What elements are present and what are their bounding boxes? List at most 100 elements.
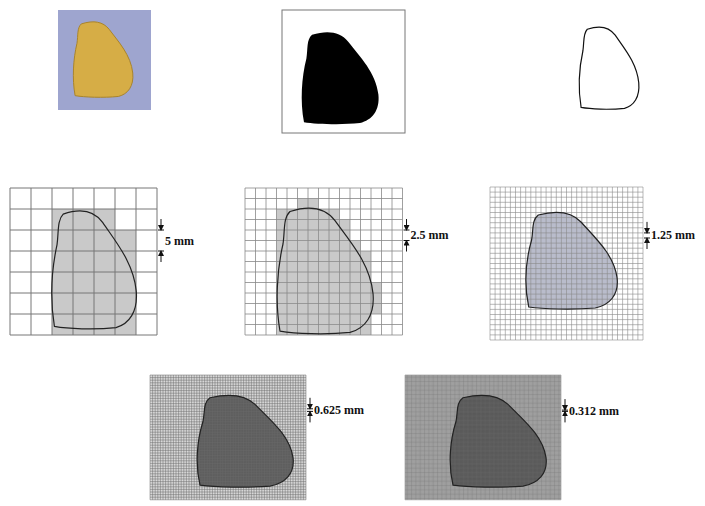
grid-background (245, 188, 403, 335)
covered-cell (340, 251, 351, 262)
particle-outline (579, 27, 639, 109)
covered-cell (287, 262, 298, 273)
particle-outline (526, 212, 617, 309)
grid-lines (245, 188, 403, 335)
covered-cell (308, 272, 319, 283)
covered-cell (277, 325, 288, 336)
covered-cell (287, 241, 298, 252)
covered-cell (298, 283, 309, 294)
covered-cell (350, 283, 361, 294)
covered-cell (298, 209, 309, 220)
dimension-tick (307, 411, 313, 412)
grid-overlay (245, 188, 403, 335)
covered-cell (308, 220, 319, 231)
covered-cell (298, 304, 309, 315)
grid-lines (490, 187, 643, 340)
covered-cell (52, 314, 73, 335)
covered-cell (115, 293, 136, 314)
outline-shape (579, 27, 639, 109)
dimension-arrow (310, 398, 311, 409)
covered-cell (287, 251, 298, 262)
dimension-tick (404, 240, 410, 241)
covered-cell (73, 314, 94, 335)
covered-cell (287, 220, 298, 231)
particle-silhouette (302, 32, 379, 124)
dimension-arrow (161, 251, 162, 262)
covered-cell (329, 262, 340, 273)
grid-overlay (150, 375, 306, 500)
covered-cell (319, 230, 330, 241)
scale-label: 5 mm (165, 234, 194, 248)
covered-cell (287, 230, 298, 241)
dimension-tick (644, 232, 650, 233)
covered-cell (298, 220, 309, 231)
grid-background (405, 375, 561, 500)
covered-cell (319, 293, 330, 304)
covered-cell (94, 272, 115, 293)
covered-cell (287, 272, 298, 283)
scale-label: 2.5 mm (411, 228, 449, 242)
covered-cell (319, 251, 330, 262)
dimension-tick (644, 238, 650, 239)
photo-background (58, 10, 151, 110)
dimension-arrows (158, 219, 650, 422)
covered-cell (329, 241, 340, 252)
particle-outline (450, 395, 546, 487)
particle-outline (197, 395, 293, 487)
covered-cell (287, 314, 298, 325)
grid-lines (10, 188, 157, 335)
covered-cell (94, 251, 115, 272)
covered-cell (340, 241, 351, 252)
dimension-arrow (647, 238, 648, 249)
covered-cell (277, 293, 288, 304)
covered-cell (287, 283, 298, 294)
grid-background (490, 187, 643, 340)
covered-cell (308, 262, 319, 273)
covered-cell (319, 241, 330, 252)
covered-cell (308, 314, 319, 325)
covered-cell (319, 283, 330, 294)
grid-lines (405, 375, 561, 500)
dimension-arrow (406, 219, 407, 230)
dimension-tick (404, 230, 410, 231)
dimension-tick (562, 410, 568, 411)
covered-cell (319, 209, 330, 220)
covered-cell (73, 293, 94, 314)
covered-cell (52, 293, 73, 314)
dimension-arrow (565, 399, 566, 410)
scale-label: 0.312 mm (569, 404, 619, 418)
grid-overlay (490, 187, 643, 340)
covered-cell (340, 272, 351, 283)
covered-cell (340, 304, 351, 315)
covered-cell (329, 283, 340, 294)
covered-cell (340, 262, 351, 273)
covered-cell (361, 304, 372, 315)
covered-cell (361, 293, 372, 304)
covered-cell (308, 304, 319, 315)
grid-overlay (405, 375, 561, 500)
covered-cell (298, 241, 309, 252)
covered-cell (319, 220, 330, 231)
dimension-tick (562, 411, 568, 412)
covered-cell (340, 293, 351, 304)
covered-cell (115, 230, 136, 251)
particle-outline (52, 211, 137, 329)
covered-cell (277, 230, 288, 241)
covered-cell (350, 251, 361, 262)
dimension-tick (158, 230, 164, 231)
covered-cell (308, 283, 319, 294)
silhouette-frame (282, 10, 405, 133)
dimension-arrow (565, 411, 566, 422)
dimension-arrow (310, 411, 311, 422)
dimension-tick (307, 408, 313, 409)
covered-cell (298, 230, 309, 241)
scale-label: 0.625 mm (314, 403, 364, 417)
covered-cell (329, 304, 340, 315)
covered-cell (298, 262, 309, 273)
covered-cell (115, 314, 136, 335)
dimension-arrow (161, 219, 162, 230)
covered-cell (287, 304, 298, 315)
covered-cell (287, 293, 298, 304)
